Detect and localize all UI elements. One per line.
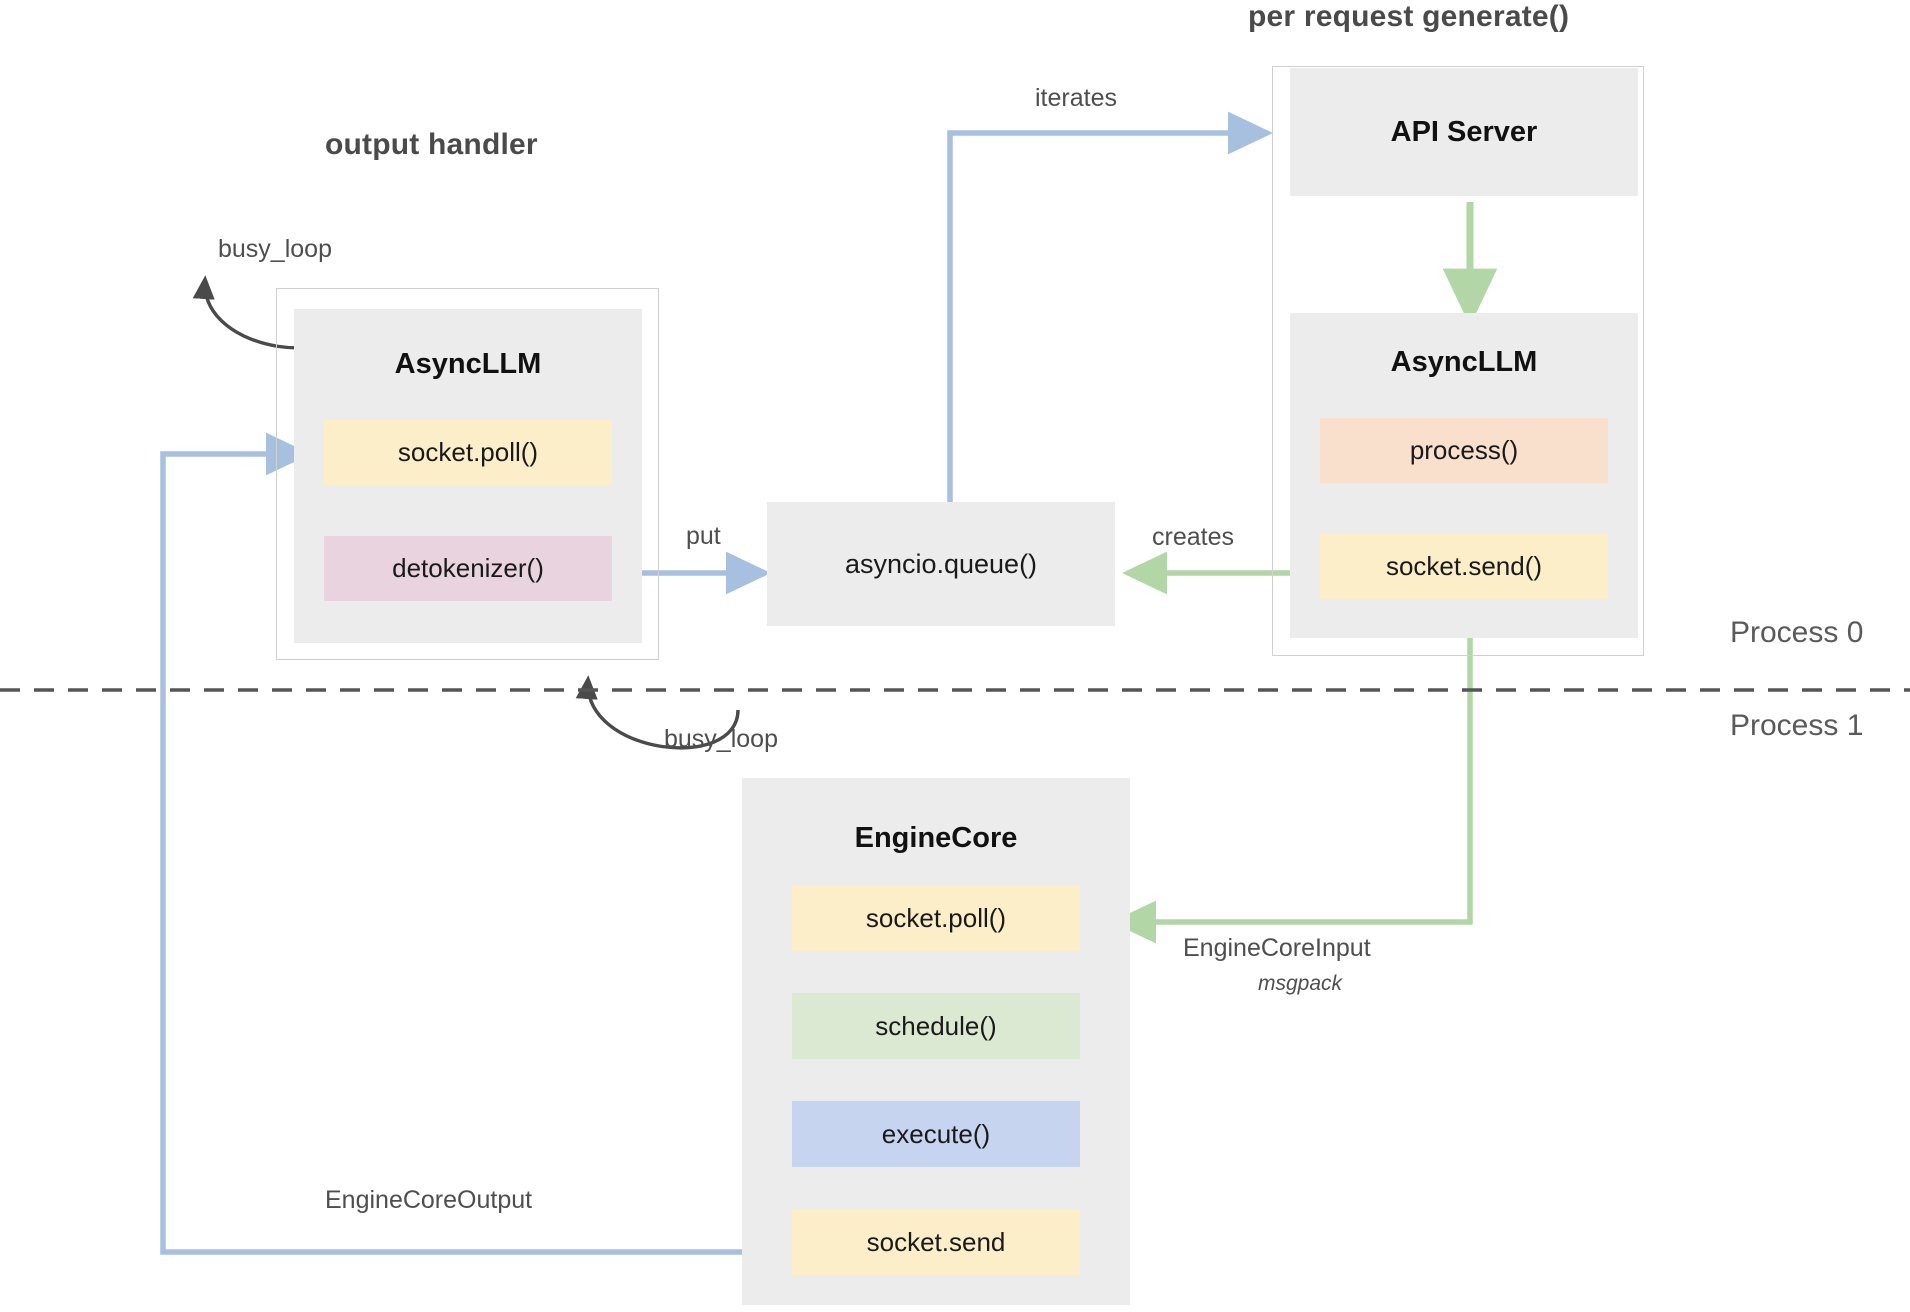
async-llm-left-item-socket-poll[interactable]: socket.poll() xyxy=(324,420,612,485)
creates-label: creates xyxy=(1152,523,1234,551)
busy-loop-left-label: busy_loop xyxy=(218,235,332,263)
async-llm-right-title: AsyncLLM xyxy=(1390,346,1538,378)
engine-core-item-socket-poll[interactable]: socket.poll() xyxy=(792,885,1080,951)
async-llm-right-item-process[interactable]: process() xyxy=(1320,418,1608,483)
iterates-arrow xyxy=(947,111,1274,508)
async-llm-left-block[interactable]: AsyncLLM socket.poll() detokenizer() xyxy=(294,309,642,643)
engine-core-item-execute[interactable]: execute() xyxy=(792,1101,1080,1167)
put-label: put xyxy=(686,522,721,550)
process-1-label: Process 1 xyxy=(1730,709,1864,742)
async-llm-right-block[interactable]: AsyncLLM process() socket.send() xyxy=(1290,313,1638,638)
output-handler-title: output handler xyxy=(325,128,538,161)
busy-loop-engine-label: busy_loop xyxy=(664,725,778,753)
engine-core-item-socket-send[interactable]: socket.send xyxy=(792,1209,1080,1275)
engine-core-output-label: EngineCoreOutput xyxy=(325,1186,533,1214)
iterates-label: iterates xyxy=(1035,84,1117,112)
asyncio-queue-node[interactable]: asyncio.queue() xyxy=(767,502,1115,626)
engine-core-block[interactable]: EngineCore socket.poll() schedule() exec… xyxy=(742,778,1130,1305)
per-request-generate-title: per request generate() xyxy=(1248,0,1570,33)
engine-core-input-sublabel: msgpack xyxy=(1258,972,1343,995)
api-server-block[interactable]: API Server xyxy=(1290,68,1638,196)
engine-core-item-schedule[interactable]: schedule() xyxy=(792,993,1080,1059)
engine-core-input-label: EngineCoreInput xyxy=(1183,934,1371,962)
async-llm-left-title: AsyncLLM xyxy=(394,348,542,380)
async-llm-left-item-detokenizer[interactable]: detokenizer() xyxy=(324,536,612,601)
process-0-label: Process 0 xyxy=(1730,616,1864,649)
api-server-title: API Server xyxy=(1390,115,1538,148)
engine-core-title: EngineCore xyxy=(854,822,1018,854)
async-llm-right-item-socket-send[interactable]: socket.send() xyxy=(1320,534,1608,599)
